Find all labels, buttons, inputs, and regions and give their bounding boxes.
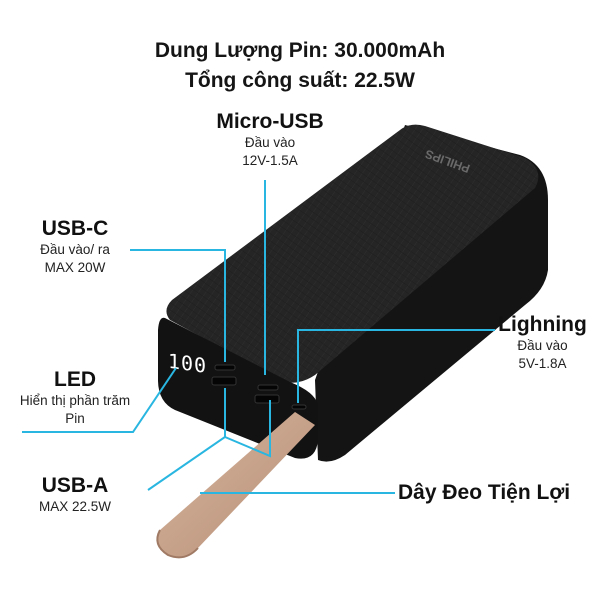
header: Dung Lượng Pin: 30.000mAh Tổng công suất…	[0, 36, 600, 96]
lightning-port	[291, 404, 307, 410]
callout-lines	[22, 180, 495, 494]
led-line1: Hiển thị phần trăm	[19, 393, 131, 408]
micro-usb-port	[257, 384, 279, 391]
powerbank-body: PHILIPS	[158, 124, 548, 462]
usb-c-line	[130, 249, 226, 362]
lightning-line1: Đầu vào	[517, 338, 568, 353]
callout-usb-a: USB-A MAX 22.5W	[20, 474, 130, 516]
power-text: Tổng công suất: 22.5W	[185, 69, 415, 92]
lightning-title: Lighning	[498, 313, 587, 336]
strap-title: Dây Đeo Tiện Lợi	[398, 481, 571, 504]
micro-usb-line1: Đầu vào	[244, 135, 296, 150]
led-display: 100	[168, 349, 207, 378]
led-line2: Pin	[65, 411, 85, 426]
led-line	[22, 367, 177, 433]
usb-a-port-2	[254, 394, 280, 404]
lightning-line	[297, 329, 495, 403]
callout-strap: Dây Đeo Tiện Lợi	[398, 481, 598, 505]
usb-c-title: USB-C	[41, 217, 109, 240]
usb-a-title: USB-A	[41, 474, 109, 497]
usb-c-port	[214, 364, 236, 371]
usb-a-line1: MAX 22.5W	[38, 499, 112, 514]
micro-usb-title: Micro-USB	[216, 110, 324, 133]
callout-micro-usb: Micro-USB Đầu vào 12V-1.5A	[195, 110, 345, 170]
usb-a-port-1	[211, 376, 237, 386]
callout-lightning: Lighning Đầu vào 5V-1.8A	[490, 313, 595, 373]
usb-c-line2: MAX 20W	[44, 260, 106, 275]
callout-usb-c: USB-C Đầu vào/ ra MAX 20W	[20, 217, 130, 277]
callout-led: LED Hiển thị phần trăm Pin	[5, 368, 145, 428]
usb-a-line-2	[224, 400, 271, 458]
led-title: LED	[54, 368, 96, 391]
lightning-line2: 5V-1.8A	[518, 356, 567, 371]
capacity-text: Dung Lượng Pin: 30.000mAh	[154, 39, 446, 62]
micro-usb-line2: 12V-1.5A	[242, 153, 298, 168]
usb-c-line1: Đầu vào/ ra	[40, 242, 110, 257]
strap	[156, 412, 315, 559]
